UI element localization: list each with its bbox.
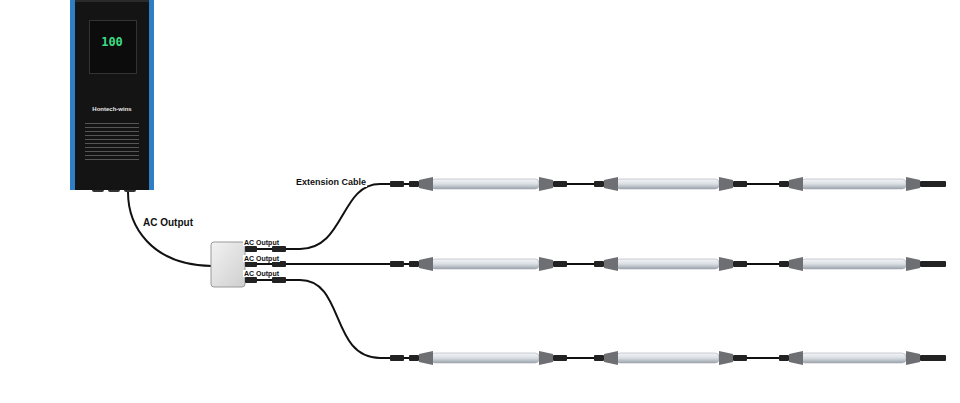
plug-connector xyxy=(390,261,404,267)
led-tube xyxy=(616,259,719,269)
tube-end-cap xyxy=(719,177,733,191)
plug-connector xyxy=(409,355,419,361)
plug-connector xyxy=(920,261,934,267)
plug-connector xyxy=(733,181,747,187)
plug-connector xyxy=(390,181,404,187)
brand-name: Hontech-wins xyxy=(75,106,149,112)
plug-connector xyxy=(779,261,789,267)
tube-end-cap xyxy=(789,257,803,271)
light-rows xyxy=(390,177,946,365)
led-tube xyxy=(431,179,539,189)
plug-connector xyxy=(409,261,419,267)
led-tube xyxy=(616,179,719,189)
tube-end-cap xyxy=(539,257,553,271)
plug-connector xyxy=(932,181,946,187)
tube-end-cap xyxy=(539,177,553,191)
output-label: AC Output xyxy=(243,255,280,262)
plug-connector xyxy=(594,355,604,361)
plug-connector xyxy=(733,355,747,361)
tube-end-cap xyxy=(604,351,618,365)
plug-connector xyxy=(779,355,789,361)
spec-plate xyxy=(85,120,139,160)
tube-end-cap xyxy=(419,351,433,365)
tube-end-cap xyxy=(906,257,920,271)
tube-end-cap xyxy=(539,351,553,365)
plug-connector xyxy=(390,355,404,361)
plug-connector xyxy=(779,181,789,187)
plug-connector xyxy=(733,261,747,267)
led-tube xyxy=(801,259,906,269)
led-tube xyxy=(616,353,719,363)
plug-connector xyxy=(553,355,567,361)
plug-connector xyxy=(553,181,567,187)
plug-connectors xyxy=(245,246,286,283)
tube-end-cap xyxy=(419,257,433,271)
tube-end-cap xyxy=(719,351,733,365)
led-tube xyxy=(431,259,539,269)
plug-connector xyxy=(594,261,604,267)
cable-label: AC Output xyxy=(142,218,194,228)
led-tube xyxy=(801,353,906,363)
tube-end-cap xyxy=(719,257,733,271)
tube-end-cap xyxy=(789,177,803,191)
led-tube xyxy=(801,179,906,189)
output-label: AC Output xyxy=(243,270,280,277)
tube-end-cap xyxy=(906,351,920,365)
display-reading: 100 xyxy=(75,36,149,48)
controller-frame xyxy=(70,0,154,190)
tube-end-cap xyxy=(604,257,618,271)
plug-connector xyxy=(932,261,946,267)
tube-end-cap xyxy=(789,351,803,365)
tube-end-cap xyxy=(604,177,618,191)
plug-connector xyxy=(409,181,419,187)
led-tube xyxy=(431,353,539,363)
splitter-box xyxy=(211,242,245,287)
output-label: AC Output xyxy=(243,239,280,246)
plug-connector xyxy=(594,181,604,187)
controller-housing: 100Hontech-wins xyxy=(75,0,149,190)
ac-output-cable xyxy=(128,192,212,266)
plug-connector xyxy=(920,181,934,187)
plug-connector xyxy=(920,355,934,361)
tube-end-cap xyxy=(906,177,920,191)
plug-connector xyxy=(553,261,567,267)
tube-end-cap xyxy=(419,177,433,191)
cable-label: Extension Cable xyxy=(295,178,367,187)
plug-connector xyxy=(932,355,946,361)
